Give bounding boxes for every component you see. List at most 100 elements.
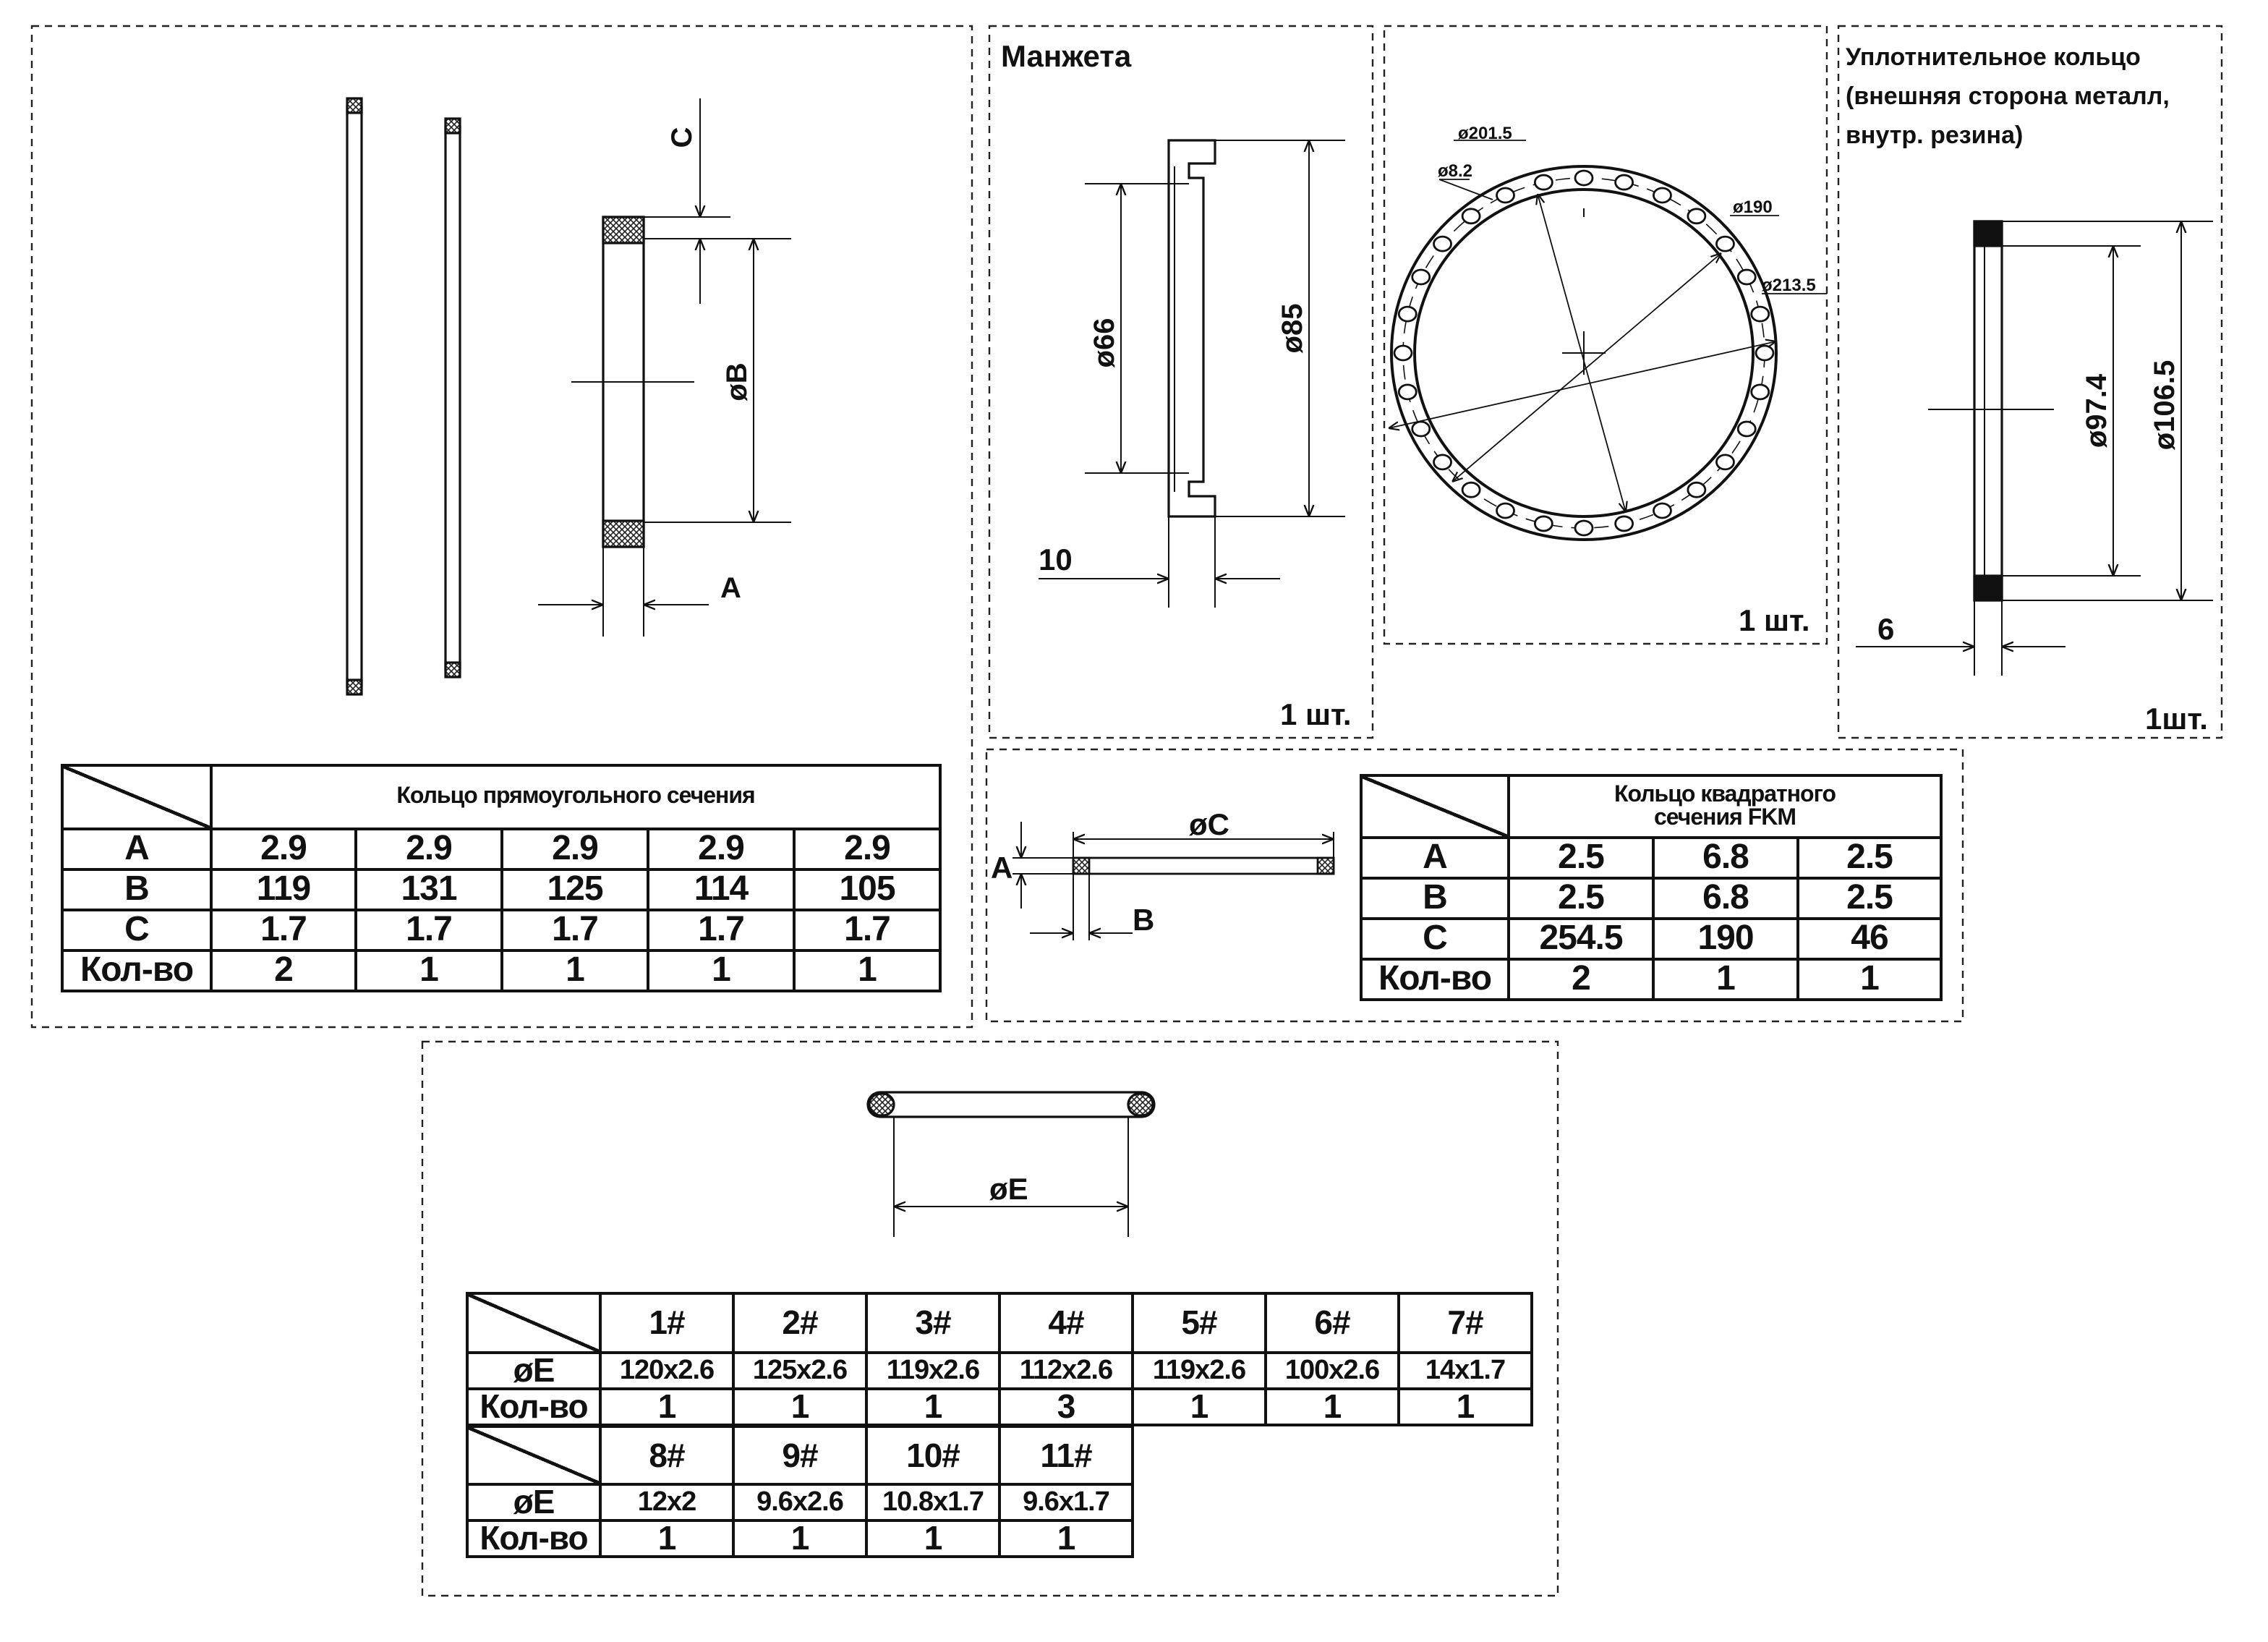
table-cell: 119 [210, 868, 357, 911]
seal-ring-drawing [1856, 220, 2213, 676]
row-label: øE [466, 1351, 602, 1390]
bolt-hole [1687, 208, 1707, 225]
table-cell: 1.7 [210, 909, 357, 952]
table-cell: 3 [998, 1387, 1134, 1426]
cuff-dim-width: 10 [1039, 543, 1073, 577]
table-cell: 190 [1652, 917, 1799, 961]
bolt-hole [1750, 383, 1770, 401]
table-cell: 2.5 [1507, 877, 1655, 920]
cuff-dim-outer: ø85 [1276, 304, 1308, 354]
diagonal-corner-cell [61, 764, 213, 830]
table-cell: 2.9 [354, 828, 503, 871]
table-header-cell: 4# [998, 1292, 1134, 1354]
table-header-cell: 10# [865, 1425, 1001, 1486]
table-cell: 131 [354, 868, 503, 911]
dim-a-label: A [720, 572, 741, 604]
bolt-hole [1461, 481, 1481, 498]
table-cell: 125x2.6 [732, 1351, 868, 1390]
table-cell: 119x2.6 [865, 1351, 1001, 1390]
diagonal-corner-cell [466, 1292, 602, 1354]
seal-qty: 1шт. [2145, 702, 2208, 736]
bolt-hole [1397, 383, 1418, 401]
diagonal-corner-cell [466, 1425, 602, 1486]
table-cell: 2 [1507, 958, 1655, 1001]
row-label: B [61, 868, 213, 911]
row-label: Кол-во [466, 1387, 602, 1426]
seal-dim-outer: ø106.5 [2149, 360, 2180, 451]
bolt-hole [1750, 305, 1770, 323]
table-cell: 1.7 [500, 909, 649, 952]
flange-qty: 1 шт. [1739, 603, 1810, 637]
table-cell: 2.5 [1796, 836, 1943, 880]
bolt-hole [1653, 502, 1672, 519]
bolt-hole [1533, 515, 1553, 532]
table-cell: 2 [210, 949, 357, 992]
bolt-hole [1393, 344, 1413, 362]
row-label: øE [466, 1483, 602, 1522]
table-cell: 1 [732, 1387, 868, 1426]
bolt-hole [1574, 519, 1594, 537]
table-cell: 9.6x2.6 [732, 1483, 868, 1522]
table-cell: 120x2.6 [599, 1351, 735, 1390]
table-cell: 1 [1397, 1387, 1533, 1426]
table-cell: 1 [1131, 1387, 1267, 1426]
table-cell: 2.5 [1796, 877, 1943, 920]
table-cell: 1 [647, 949, 796, 992]
table-cell: 1 [1652, 958, 1799, 1001]
table-header-cell: 9# [732, 1425, 868, 1486]
square-ring-drawing [1012, 822, 1335, 940]
table-cell: 2.9 [210, 828, 357, 871]
bolt-hole [1411, 420, 1431, 438]
table-cell: 1.7 [354, 909, 503, 952]
table-header-cell: 5# [1131, 1292, 1267, 1354]
table-cell: 1 [865, 1387, 1001, 1426]
table-cell: 1 [792, 949, 942, 992]
row-label: C [1360, 917, 1510, 961]
table-cell: 1 [732, 1519, 868, 1558]
flange-gasket-drawing [1384, 140, 1827, 541]
bolt-hole [1715, 235, 1735, 252]
bolt-hole [1496, 187, 1515, 204]
table-header-cell: 2# [732, 1292, 868, 1354]
bolt-hole [1397, 305, 1418, 323]
table-cell: 6.8 [1652, 877, 1799, 920]
table-cell: 114 [647, 868, 796, 911]
dim-b-label: øB [721, 362, 753, 401]
dim-c-label: C [666, 127, 698, 148]
table-header-cell: 3# [865, 1292, 1001, 1354]
bolt-hole [1614, 174, 1634, 191]
table-header-cell: Кольцо прямоугольного сечения [209, 764, 942, 830]
table-cell: 14x1.7 [1397, 1351, 1533, 1390]
bolt-hole [1653, 187, 1672, 204]
seal-dim-width: 6 [1877, 612, 1894, 646]
table-cell: 1 [500, 949, 649, 992]
table-header-row: 1#2#3#4#5#6#7# [466, 1292, 1533, 1354]
square-dim-c: øC [1189, 807, 1229, 841]
bolt-hole [1715, 454, 1735, 471]
rect-ring-drawing [346, 97, 791, 696]
table-cell: 112x2.6 [998, 1351, 1134, 1390]
table-cell: 1 [599, 1519, 735, 1558]
table-header-cell: 8# [599, 1425, 735, 1486]
bolt-hole [1533, 174, 1553, 191]
oring-dim-e: øE [989, 1172, 1028, 1206]
flange-dim-outer: ø213.5 [1762, 276, 1816, 295]
square-dim-b: B [1133, 903, 1154, 937]
table-cell: 1 [599, 1387, 735, 1426]
square-dim-a: A [991, 851, 1012, 885]
table-cell: 2.9 [500, 828, 649, 871]
table-cell: 2.9 [647, 828, 796, 871]
table-header-row: 8#9#10#11# [466, 1425, 1134, 1486]
table-cell: 105 [792, 868, 942, 911]
table-cell: 1 [1796, 958, 1943, 1001]
cuff-title: Манжета [1001, 39, 1132, 73]
